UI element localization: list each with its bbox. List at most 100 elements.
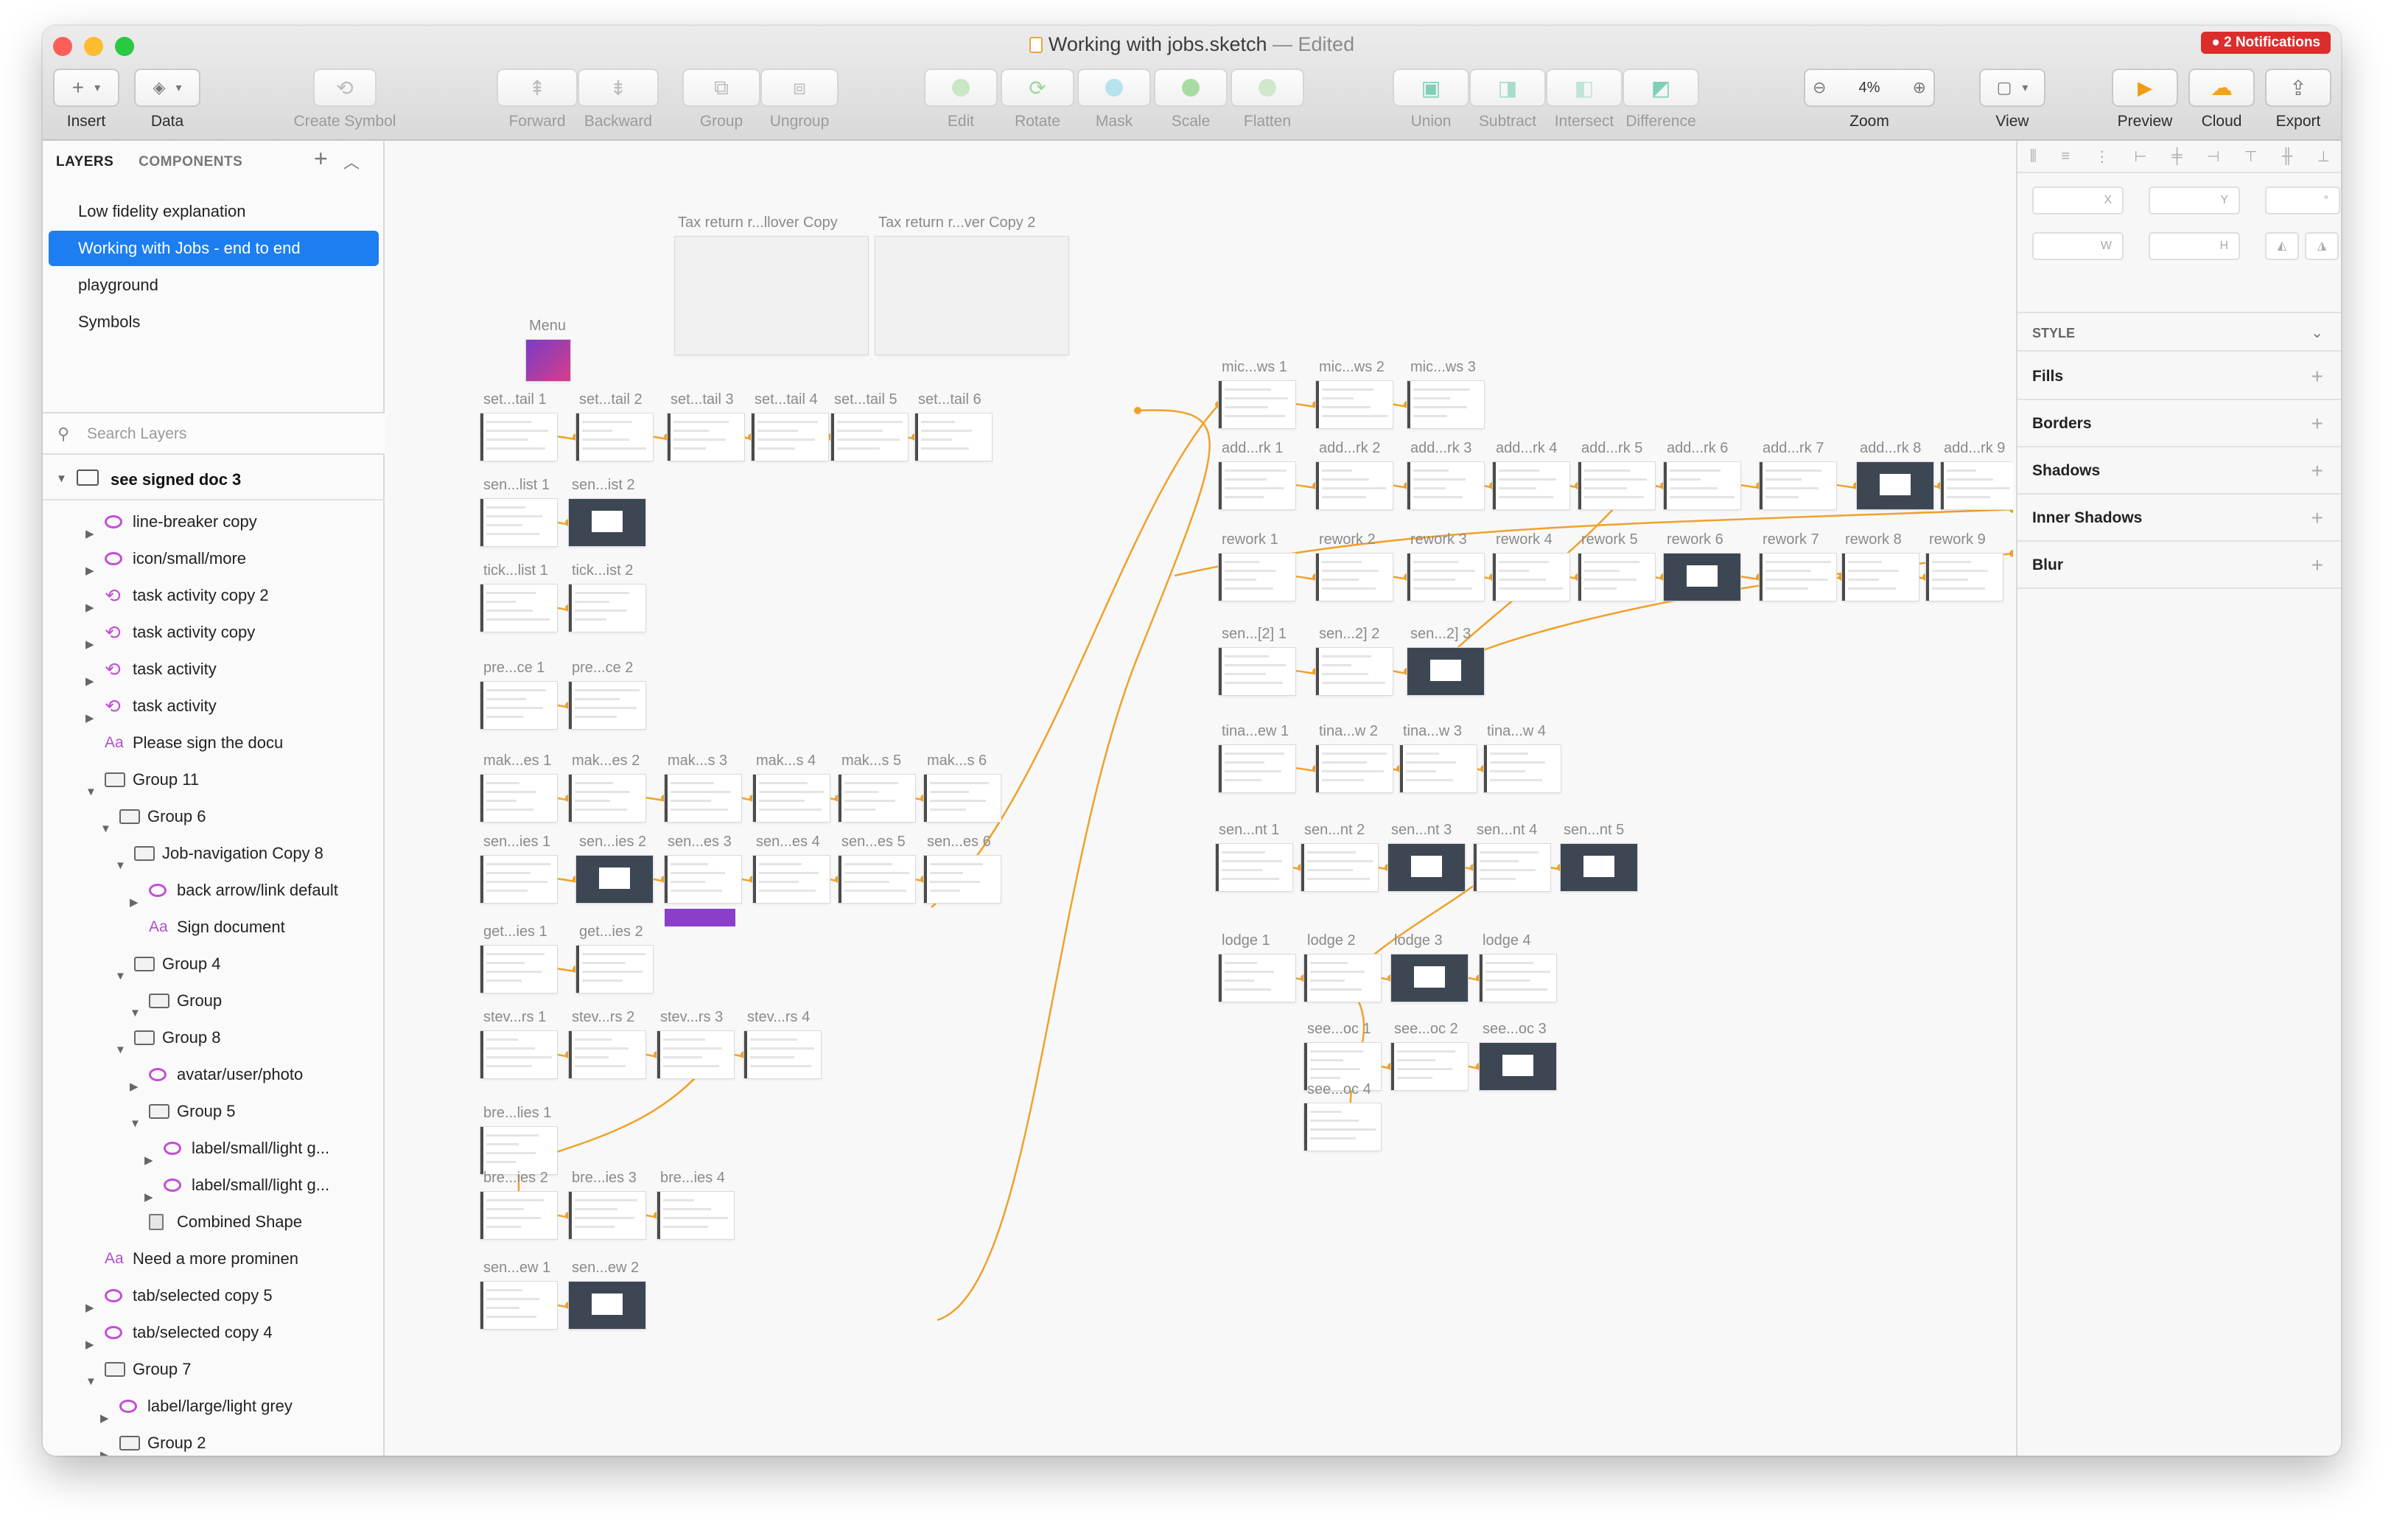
page-item[interactable]: Low fidelity explanation bbox=[78, 202, 246, 220]
layer-row[interactable]: ▼Job-navigation Copy 8 bbox=[43, 835, 385, 872]
artboard-thumbnail[interactable] bbox=[1407, 554, 1484, 601]
tab-components[interactable]: COMPONENTS bbox=[139, 154, 243, 170]
more-icon[interactable]: ⋮ bbox=[2094, 148, 2110, 165]
zoom-window-button[interactable] bbox=[115, 37, 134, 56]
add-shadow-icon[interactable]: + bbox=[2311, 459, 2323, 482]
artboard-thumbnail[interactable] bbox=[753, 856, 830, 903]
artboard-thumbnail[interactable] bbox=[1474, 844, 1550, 891]
borders-row[interactable]: Borders+ bbox=[2017, 400, 2341, 447]
artboard-thumbnail[interactable] bbox=[839, 775, 915, 822]
artboard-thumbnail[interactable] bbox=[1407, 648, 1484, 695]
style-section-header[interactable]: STYLE⌄ bbox=[2017, 312, 2341, 352]
artboard-thumbnail[interactable] bbox=[480, 775, 557, 822]
artboard-thumbnail[interactable] bbox=[480, 1127, 557, 1174]
disclosure-triangle-icon[interactable]: ▶ bbox=[130, 1081, 139, 1093]
ungroup-button[interactable]: ⧈ bbox=[760, 69, 839, 107]
mask-button[interactable] bbox=[1077, 69, 1151, 107]
artboard-thumbnail[interactable] bbox=[1304, 954, 1381, 1002]
disclosure-triangle-icon[interactable]: ▼ bbox=[85, 786, 97, 798]
layer-row[interactable]: ▶avatar/user/photo bbox=[43, 1056, 385, 1093]
backward-button[interactable]: ⇟ bbox=[578, 69, 659, 107]
page-item[interactable]: playground bbox=[78, 276, 158, 294]
artboard-thumbnail[interactable] bbox=[569, 584, 645, 632]
disclosure-triangle-icon[interactable]: ▶ bbox=[100, 1412, 109, 1425]
artboard-thumbnail[interactable] bbox=[1219, 462, 1295, 509]
artboard-thumbnail[interactable] bbox=[753, 775, 830, 822]
artboard-thumbnail[interactable] bbox=[915, 413, 992, 461]
artboard-thumbnail[interactable] bbox=[1760, 554, 1836, 601]
artboard-thumbnail[interactable] bbox=[576, 856, 653, 903]
artboard-thumbnail[interactable] bbox=[569, 775, 645, 822]
artboard-thumbnail[interactable] bbox=[1219, 381, 1295, 428]
artboard-thumbnail[interactable] bbox=[1664, 462, 1740, 509]
artboard-thumbnail[interactable] bbox=[924, 775, 1001, 822]
disclosure-triangle-icon[interactable]: ▼ bbox=[56, 472, 67, 485]
x-input[interactable]: X bbox=[2032, 186, 2124, 214]
artboard-thumbnail[interactable] bbox=[1493, 462, 1569, 509]
layer-row[interactable]: ▼Group 11 bbox=[43, 761, 385, 798]
subtract-button[interactable]: ◨ bbox=[1469, 69, 1546, 107]
add-blur-icon[interactable]: + bbox=[2311, 554, 2323, 576]
artboard-thumbnail[interactable] bbox=[1926, 554, 2003, 601]
artboard-thumbnail[interactable] bbox=[1400, 745, 1477, 792]
artboard-thumbnail[interactable] bbox=[665, 856, 741, 903]
disclosure-triangle-icon[interactable]: ▶ bbox=[85, 712, 94, 725]
notifications-badge[interactable]: ● 2 Notifications bbox=[2201, 32, 2331, 54]
export-button[interactable]: ⇪ bbox=[2265, 69, 2331, 107]
artboard-thumbnail[interactable] bbox=[924, 856, 1001, 903]
minimize-window-button[interactable] bbox=[84, 37, 103, 56]
artboard-thumbnail[interactable] bbox=[569, 1031, 645, 1078]
distribute-horizontal-icon[interactable]: ⫼ bbox=[2029, 147, 2037, 164]
layer-row[interactable]: ▶label/small/light g... bbox=[43, 1130, 385, 1167]
cloud-button[interactable]: ☁ bbox=[2188, 69, 2255, 107]
layer-row[interactable]: ▼Group 7 bbox=[43, 1351, 385, 1388]
artboard-thumbnail[interactable] bbox=[480, 946, 557, 993]
artboard-thumbnail[interactable] bbox=[1219, 648, 1295, 695]
artboard-thumbnail[interactable] bbox=[1480, 1043, 1556, 1090]
artboard-thumbnail[interactable] bbox=[1316, 745, 1393, 792]
align-right-icon[interactable]: ⊣ bbox=[2207, 148, 2220, 165]
artboard-row[interactable]: ▼ see signed doc 3 bbox=[43, 459, 385, 500]
shadows-row[interactable]: Shadows+ bbox=[2017, 447, 2341, 495]
insert-button[interactable]: +▾ bbox=[53, 69, 119, 107]
artboard-thumbnail[interactable] bbox=[1857, 462, 1933, 509]
rotation-input[interactable]: ° bbox=[2265, 186, 2340, 214]
page-item[interactable]: Symbols bbox=[78, 313, 141, 331]
layer-row[interactable]: ▶tab/selected copy 5 bbox=[43, 1277, 385, 1314]
scale-button[interactable] bbox=[1154, 69, 1228, 107]
data-button[interactable]: ◈▾ bbox=[134, 69, 200, 107]
artboard-thumbnail[interactable] bbox=[569, 682, 645, 729]
disclosure-triangle-icon[interactable]: ▶ bbox=[85, 528, 94, 540]
artboard-thumbnail[interactable] bbox=[1304, 1043, 1381, 1090]
search-layers-field[interactable]: ⚲ Search Layers bbox=[43, 412, 385, 455]
blur-row[interactable]: Blur+ bbox=[2017, 542, 2341, 589]
distribute-vertical-icon[interactable]: ≡ bbox=[2061, 147, 2071, 164]
disclosure-triangle-icon[interactable]: ▶ bbox=[85, 1338, 94, 1351]
artboard-thumbnail[interactable] bbox=[1391, 1043, 1468, 1090]
artboard-thumbnail[interactable] bbox=[1941, 462, 2013, 509]
artboard-thumbnail[interactable] bbox=[752, 413, 828, 461]
artboard-thumbnail[interactable] bbox=[668, 413, 744, 461]
artboard-thumbnail[interactable] bbox=[1316, 554, 1393, 601]
artboard-thumbnail[interactable] bbox=[1484, 745, 1561, 792]
disclosure-triangle-icon[interactable]: ▶ bbox=[85, 638, 94, 651]
height-input[interactable]: H bbox=[2149, 232, 2240, 260]
artboard-thumbnail[interactable] bbox=[1219, 954, 1295, 1002]
artboard-thumbnail[interactable] bbox=[1304, 1103, 1381, 1151]
layer-row[interactable]: ▼Group 6 bbox=[43, 798, 385, 835]
layer-row[interactable]: ▶⟲task activity copy bbox=[43, 614, 385, 651]
rotate-button[interactable]: ⟳ bbox=[1001, 69, 1074, 107]
align-center-icon[interactable]: ╪ bbox=[2171, 147, 2183, 164]
artboard-thumbnail[interactable] bbox=[1760, 462, 1836, 509]
zoom-in-icon[interactable]: ⊕ bbox=[1912, 78, 1926, 97]
layer-row[interactable]: ▶back arrow/link default bbox=[43, 872, 385, 909]
align-left-icon[interactable]: ⊢ bbox=[2134, 148, 2147, 165]
disclosure-triangle-icon[interactable]: ▶ bbox=[144, 1154, 153, 1167]
artboard-thumbnail[interactable] bbox=[576, 413, 653, 461]
add-border-icon[interactable]: + bbox=[2311, 412, 2323, 435]
layer-row[interactable]: ▶⟲task activity bbox=[43, 688, 385, 725]
artboard-thumbnail[interactable] bbox=[1561, 844, 1637, 891]
disclosure-triangle-icon[interactable]: ▶ bbox=[130, 896, 139, 909]
